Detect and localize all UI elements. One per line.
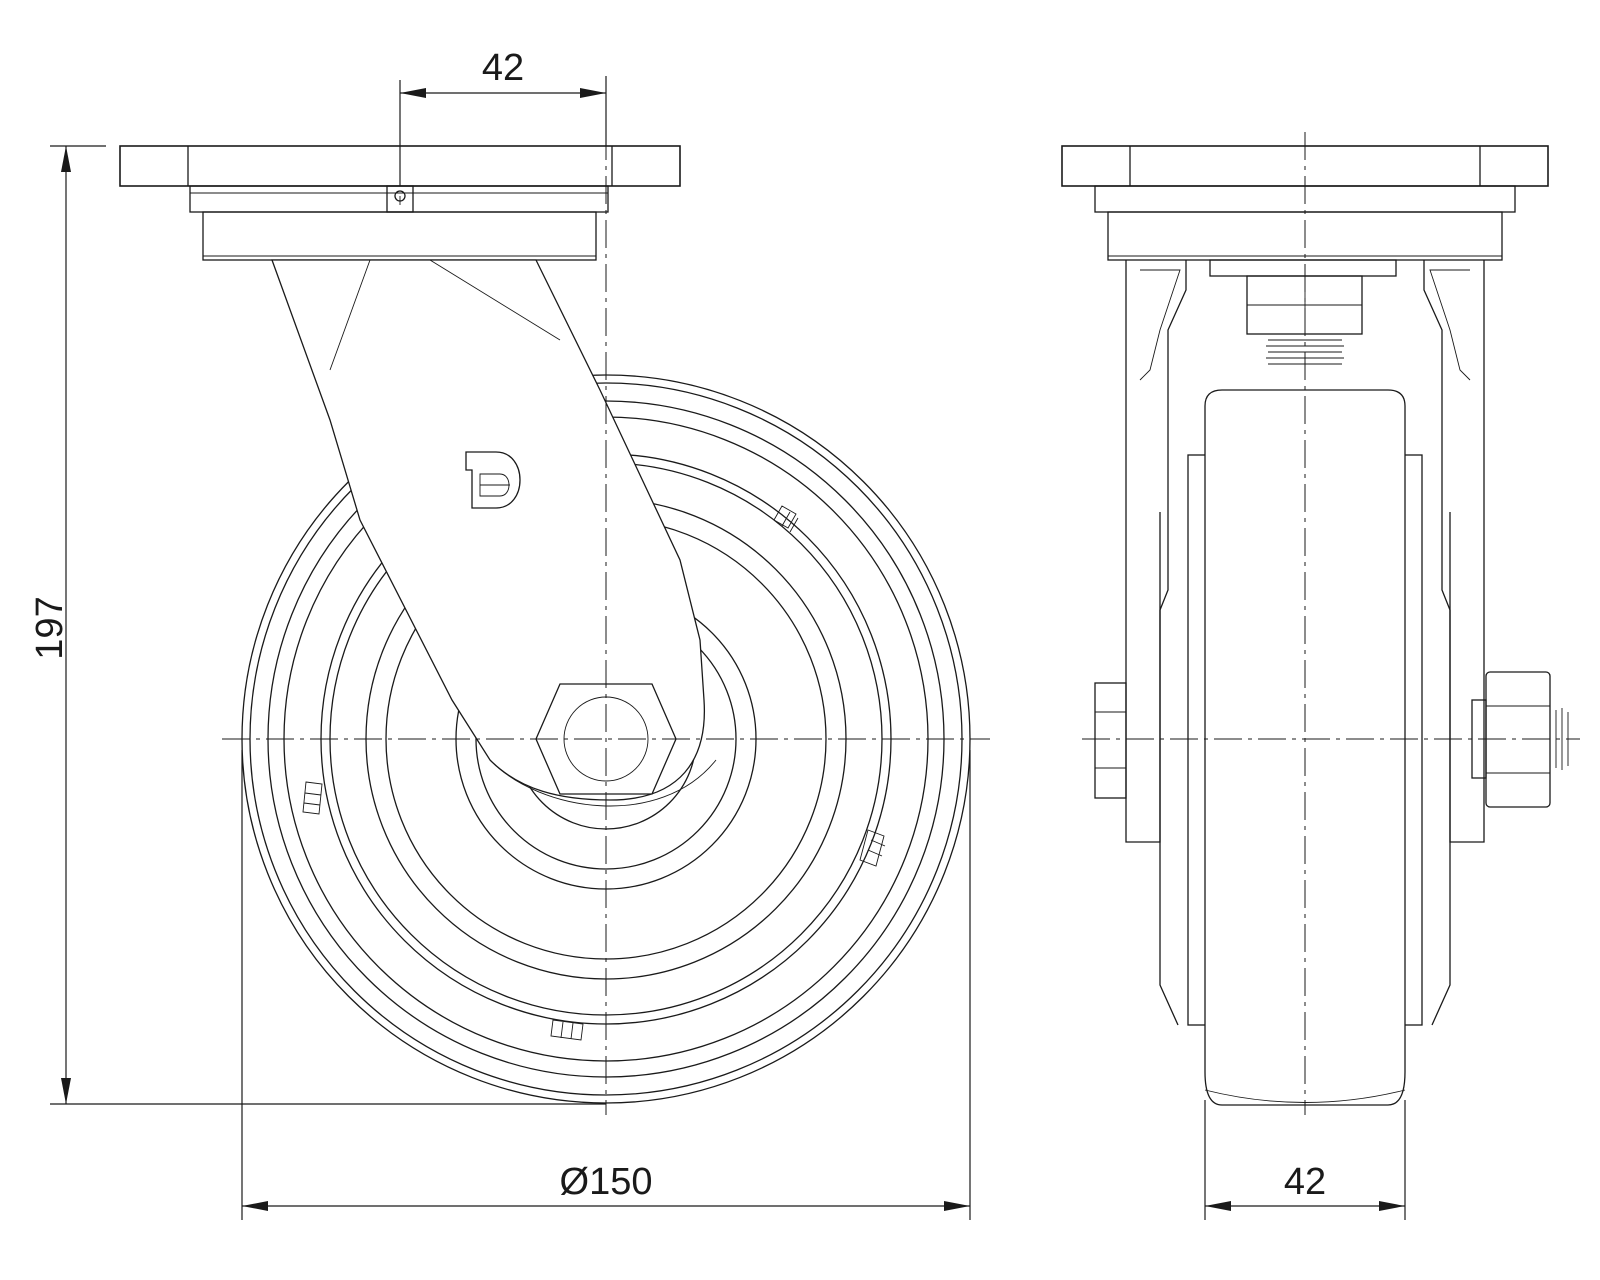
side-view bbox=[1061, 132, 1580, 1115]
front-fork-leg bbox=[271, 259, 717, 807]
brand-logo bbox=[465, 451, 521, 509]
dimension-wheel-diameter-label: Ø150 bbox=[560, 1161, 653, 1203]
dimension-overall-height: 197 bbox=[29, 145, 606, 1105]
front-view bbox=[119, 132, 990, 1115]
dimension-pivot-offset-label: 42 bbox=[482, 47, 524, 89]
dimension-pivot-offset: 42 bbox=[399, 47, 607, 186]
dimension-wheel-diameter: Ø150 bbox=[241, 750, 971, 1220]
tread-marks bbox=[302, 505, 886, 1041]
side-fork bbox=[1125, 260, 1485, 843]
dimension-overall-height-label: 197 bbox=[29, 596, 71, 659]
dimension-wheel-width: 42 bbox=[1204, 1100, 1406, 1220]
dimension-wheel-width-label: 42 bbox=[1284, 1161, 1326, 1203]
